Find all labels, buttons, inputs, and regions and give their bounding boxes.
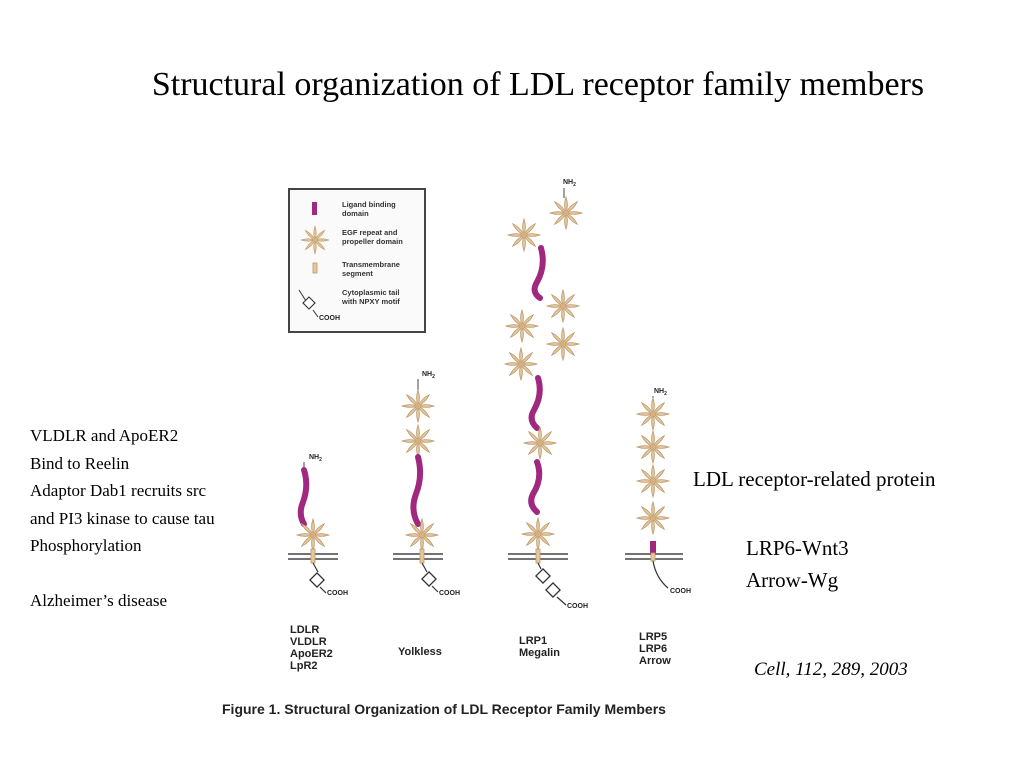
transmembrane-segment (419, 548, 425, 564)
egf-propeller (636, 501, 670, 535)
member-label: Megalin (519, 647, 560, 659)
egf-propeller (504, 347, 538, 381)
egf-propeller (296, 518, 330, 552)
ligand-binding-domain (531, 245, 546, 301)
citation: Cell, 112, 289, 2003 (754, 659, 908, 680)
legend-tail-line1: Cytoplasmic tail (342, 288, 400, 297)
npxy-diamond (545, 582, 561, 598)
member-label: LDLR (290, 624, 319, 636)
receptor-ldlr: NH2 COOH (296, 454, 348, 597)
member-label: LRP5 (639, 631, 667, 643)
receptor-lrp5: NH2 COOH (636, 388, 691, 595)
transmembrane-segment (650, 552, 656, 562)
nh2-label: NH2 (563, 179, 576, 188)
legend-tail-line2 (312, 309, 319, 318)
note-line: Bind to Reelin (30, 453, 130, 473)
egf-propeller (636, 397, 670, 431)
egf-propeller (636, 464, 670, 498)
legend-tail-line2-text: with NPXY motif (341, 297, 400, 306)
receptor-yolkless: NH2 COOH (401, 371, 460, 597)
member-label: LRP1 (519, 635, 547, 647)
legend-tm-line2: segment (342, 269, 373, 278)
note-line: Alzheimer’s disease (30, 590, 168, 610)
membranes (288, 553, 683, 560)
npxy-diamond (535, 568, 551, 584)
legend-tail-line (298, 289, 307, 302)
nh2-label: NH2 (654, 388, 667, 397)
member-labels: LDLR VLDLR ApoER2 LpR2 Yolkless LRP1 Meg… (290, 624, 671, 672)
member-label: Arrow (639, 655, 671, 667)
cooh-label: COOH (567, 603, 588, 610)
member-label: LpR2 (290, 660, 318, 672)
pair-lrp6-wnt3: LRP6-Wnt3 (746, 536, 849, 560)
cooh-label: COOH (670, 588, 691, 595)
pair-arrow-wg: Arrow-Wg (746, 568, 839, 592)
egf-propeller (505, 309, 539, 343)
note-line: and PI3 kinase to cause tau (30, 508, 215, 528)
egf-propeller (507, 218, 541, 252)
legend-tm-swatch (312, 262, 318, 274)
transmembrane-segment (310, 548, 316, 564)
legend-egf-star (300, 225, 330, 255)
legend-ligand-swatch (312, 202, 317, 215)
nh2-label: NH2 (309, 454, 322, 463)
egf-propeller (401, 424, 435, 458)
egf-propeller (546, 327, 580, 361)
slide-title: Structural organization of LDL receptor … (151, 66, 925, 103)
receptor-lrp1: NH2 COOH (504, 179, 588, 610)
ligand-binding-domain (650, 541, 656, 555)
egf-propeller (549, 196, 583, 230)
legend-ligand-line2: domain (342, 209, 369, 218)
cooh-label: COOH (439, 590, 460, 597)
ligand-binding-domain (528, 375, 543, 431)
legend-cooh: COOH (319, 315, 340, 322)
npxy-diamond (309, 572, 325, 588)
cooh-label: COOH (327, 590, 348, 597)
npxy-diamond (421, 571, 437, 587)
egf-propeller (546, 289, 580, 323)
member-label: LRP6 (639, 643, 667, 655)
legend-tm-line1: Transmembrane (342, 260, 400, 269)
member-label: ApoER2 (290, 648, 333, 660)
member-label: Yolkless (398, 646, 442, 658)
legend-egf-line1: EGF repeat and (342, 228, 398, 237)
ligand-binding-domain (410, 454, 424, 527)
wnt-pairs: LRP6-Wnt3 Arrow-Wg (746, 532, 849, 596)
legend-egf-line2: propeller domain (342, 237, 403, 246)
legend-box (288, 188, 426, 333)
member-label: VLDLR (290, 636, 327, 648)
lrp-heading: LDL receptor-related protein (693, 467, 936, 491)
legend: Ligand binding domain EGF repeat and pro… (288, 188, 426, 333)
egf-propeller (401, 389, 435, 423)
note-line: Adaptor Dab1 recruits src (30, 481, 207, 500)
reelin-notes: VLDLR and ApoER2 Bind to Reelin Adaptor … (30, 422, 215, 614)
transmembrane-segment (535, 548, 541, 564)
egf-propeller (636, 430, 670, 464)
ligand-binding-domain (528, 459, 543, 515)
figure-caption: Figure 1. Structural Organization of LDL… (222, 701, 666, 717)
note-line: VLDLR and ApoER2 (30, 426, 179, 445)
legend-ligand-line1: Ligand binding (342, 200, 396, 209)
ligand-binding-domain (297, 467, 310, 527)
egf-propeller (405, 518, 439, 552)
egf-propeller (521, 517, 555, 551)
note-line: Phosphorylation (30, 536, 142, 555)
egf-propeller (523, 426, 557, 460)
nh2-label: NH2 (422, 371, 435, 380)
